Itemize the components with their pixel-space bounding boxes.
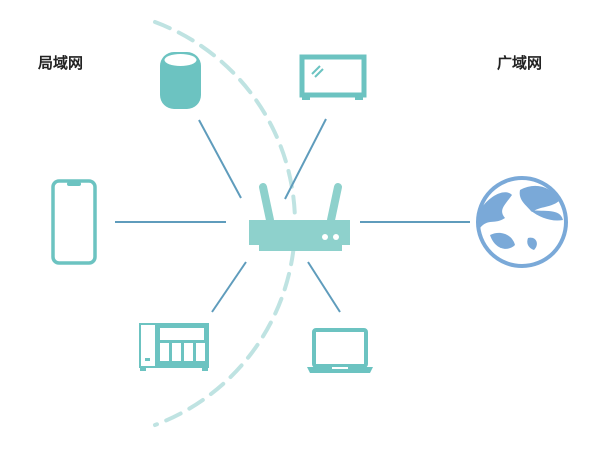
link-tv bbox=[284, 118, 327, 200]
nas-icon bbox=[139, 323, 209, 371]
wan-label: 广域网 bbox=[497, 54, 543, 72]
tv-icon bbox=[299, 54, 367, 100]
smart-speaker-icon bbox=[160, 52, 201, 109]
globe-icon bbox=[476, 176, 568, 268]
link-laptop bbox=[307, 261, 341, 313]
phone-icon bbox=[51, 179, 97, 265]
router-icon bbox=[249, 183, 350, 251]
lan-label: 局域网 bbox=[38, 54, 84, 72]
links bbox=[115, 118, 470, 313]
laptop-icon bbox=[307, 328, 373, 373]
link-nas bbox=[211, 261, 247, 313]
link-speaker bbox=[198, 119, 242, 199]
